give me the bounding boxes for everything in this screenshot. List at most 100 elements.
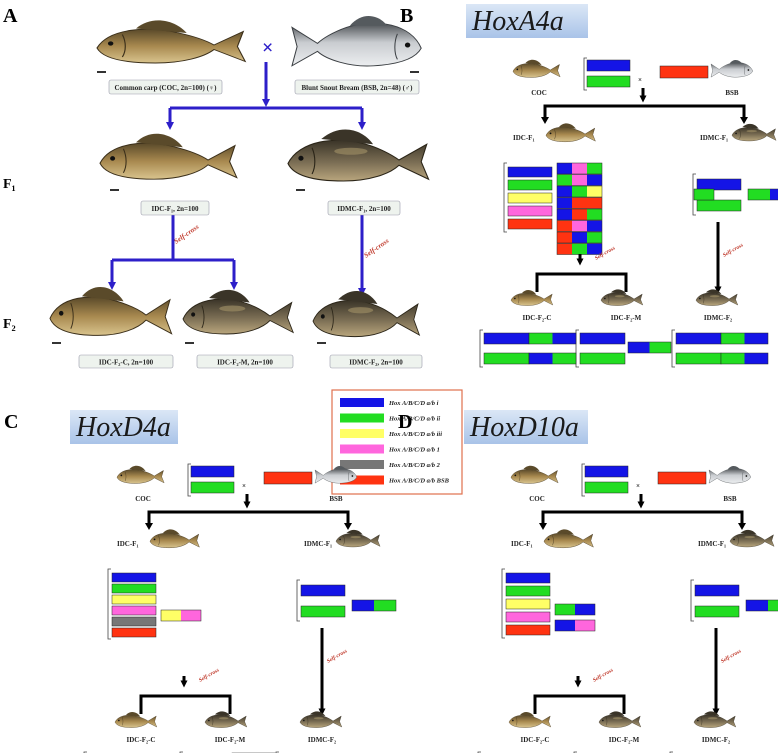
parent-bsb-label: Blunt Snout Bream (BSB, 2n=48) (♂)	[301, 84, 413, 92]
idc-f2-c-image	[114, 711, 158, 728]
allele-segment-ii	[506, 586, 550, 596]
idmc-f1-image	[335, 529, 381, 548]
allele-segment-ii	[768, 600, 778, 611]
idc-f2-m-image	[598, 711, 642, 728]
allele-segment-ii	[572, 186, 587, 197]
sequence-bracket	[477, 751, 481, 753]
allele-segment-ii	[552, 353, 576, 364]
sequence-bracket	[671, 329, 675, 368]
allele-bar	[507, 218, 553, 230]
idc-f1-image	[99, 132, 238, 181]
idmc-f1-label: IDMC-F₁	[700, 134, 728, 142]
idmc-f1-label: IDMC-F₁	[304, 540, 332, 548]
allele-segment-BSB	[572, 197, 587, 209]
coc-label: COC	[529, 495, 545, 503]
allele-segment-ii	[587, 163, 602, 174]
allele-segment-ii	[301, 606, 345, 617]
sequence-bracket	[187, 463, 191, 497]
allele-bar	[263, 471, 313, 485]
allele-segment-1	[508, 206, 552, 216]
allele-bar-outline	[696, 199, 742, 212]
gene-name-c-box	[70, 410, 178, 444]
allele-bar-outline	[556, 185, 603, 198]
idmc-f2-image	[299, 711, 343, 728]
allele-segment-i	[580, 333, 625, 344]
allele-bar-outline	[586, 59, 631, 72]
allele-bar-outline	[351, 599, 397, 612]
idmc-f2-image	[312, 290, 421, 338]
f2-idmc-label-box	[329, 354, 423, 369]
allele-bar	[507, 192, 553, 204]
allele-segment-ii	[676, 353, 721, 364]
idc-f2-c-label: IDC-F₂-C	[127, 736, 156, 744]
legend-item: Hox A/B/C/D a/b ii	[340, 413, 440, 423]
idmc-f1-image	[287, 128, 430, 182]
recombinant-bar	[528, 332, 577, 345]
allele-segment-ii	[572, 243, 587, 255]
allele-bar-outline	[627, 341, 672, 354]
allele-segment-i	[112, 573, 156, 582]
idc-f1-label: IDC-F₁	[511, 540, 533, 548]
gene-name-c: HoxD4a	[75, 412, 171, 443]
sequence-bracket	[573, 751, 577, 753]
bsb-fish-image	[710, 59, 754, 78]
lineage-arrow	[535, 272, 628, 292]
allele-segment-ii	[555, 604, 575, 615]
allele-bar-outline	[507, 179, 553, 191]
idc-f2-c-label: IDC-F₂-C	[523, 314, 552, 322]
allele-bar-outline	[505, 598, 551, 610]
allele-segment-i	[555, 620, 575, 631]
bsb-label: BSB	[725, 89, 739, 97]
allele-bar	[505, 624, 551, 636]
allele-bar-outline	[111, 616, 157, 627]
idc-f2-m-image	[600, 289, 644, 306]
allele-bar	[586, 75, 631, 88]
allele-segment-iii	[506, 599, 550, 609]
allele-segment-ii	[697, 200, 741, 211]
allele-segment-2	[112, 617, 156, 626]
sequence-bracket	[690, 579, 694, 622]
panel-a-letter: A	[3, 5, 18, 27]
allele-bar	[111, 616, 157, 627]
self-cross-label: Self-cross	[326, 648, 348, 664]
sequence-bracket	[692, 173, 696, 216]
legend-item: Hox A/B/C/D a/b 2	[340, 460, 441, 469]
allele-segment-BSB	[264, 472, 312, 484]
allele-segment-i	[484, 333, 529, 344]
allele-segment-BSB	[508, 219, 552, 229]
idc-f2-c-image	[49, 286, 173, 337]
recombinant-bar	[556, 162, 603, 175]
panel-c-letter: C	[4, 411, 18, 433]
allele-segment-i	[744, 333, 768, 344]
allele-bar-outline	[300, 605, 346, 618]
allele-bar-outline	[507, 192, 553, 204]
allele-bar-outline	[505, 572, 551, 584]
allele-segment-i	[557, 209, 572, 220]
recombinant-bar	[351, 599, 397, 612]
recombinant-bar	[556, 220, 603, 232]
allele-segment-i	[695, 585, 739, 596]
idc-f1-label: IDC-F₁	[117, 540, 139, 548]
allele-segment-ii	[484, 353, 529, 364]
allele-bar	[694, 584, 740, 597]
allele-segment-i	[506, 573, 550, 583]
legend-item: Hox A/B/C/D a/b 1	[340, 444, 440, 454]
allele-segment-ii	[580, 353, 625, 364]
idmc-f1-label: IDMC-F₁	[698, 540, 726, 548]
allele-bar	[300, 584, 346, 597]
allele-bar-outline	[556, 231, 603, 244]
lineage-arrow	[543, 104, 746, 119]
gene-name-d: HoxD10a	[469, 412, 579, 443]
allele-bar-outline	[586, 75, 631, 88]
allele-bar-outline	[556, 208, 603, 221]
allele-segment-i	[191, 466, 234, 477]
allele-bar-outline	[584, 465, 629, 478]
allele-segment-i	[587, 243, 602, 255]
allele-bar	[584, 465, 629, 478]
recombinant-bar	[160, 609, 202, 622]
allele-bar-outline	[720, 352, 769, 365]
parent-coc-label: Common carp (COC, 2n=100) (♀)	[115, 84, 218, 92]
allele-bar-outline	[556, 220, 603, 232]
allele-segment-ii	[112, 584, 156, 593]
allele-bar	[483, 332, 530, 345]
